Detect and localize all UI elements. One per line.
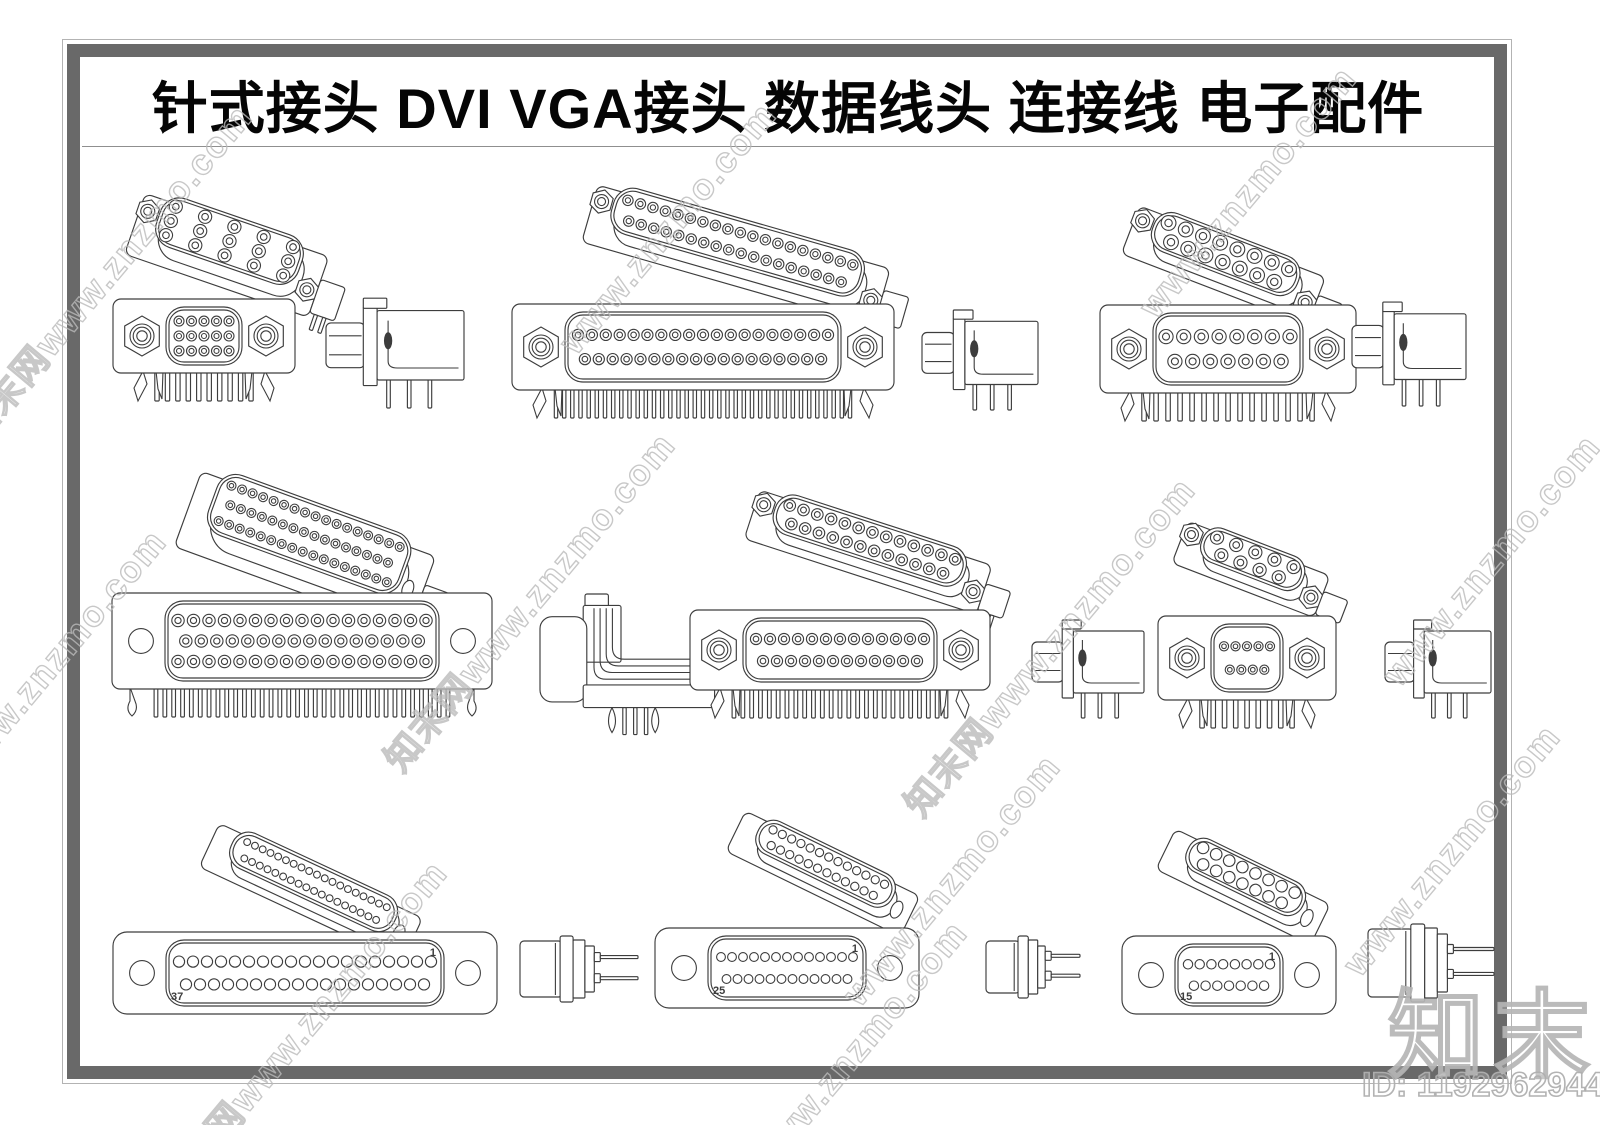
- din-plug-side-view-2: [985, 935, 1081, 999]
- db25-male-3d-view: [727, 812, 919, 935]
- db15-side-view: [1351, 301, 1467, 407]
- db25-female-3d-view: [745, 491, 1011, 632]
- page-title: 针式接头 DVI VGA接头 数据线头 连接线 电子配件: [151, 77, 1425, 140]
- db50-male-3d-view: [175, 472, 450, 648]
- svg-text:1: 1: [1269, 951, 1275, 963]
- db25-side-view: [1031, 619, 1145, 719]
- din-plug-side-view-3: [1367, 923, 1495, 1003]
- image-id: ID: 1192962944: [1361, 1065, 1600, 1105]
- db37-female-front-view: [511, 303, 895, 420]
- svg-text:15: 15: [1180, 991, 1192, 1003]
- svg-text:25: 25: [713, 985, 725, 997]
- db37-side-view: [921, 309, 1039, 411]
- din-plug-side-view-1: [519, 935, 639, 1003]
- svg-text:1: 1: [430, 947, 436, 959]
- brand-logo: 知末: [1387, 982, 1600, 1091]
- vga15-front-view: [112, 298, 296, 403]
- db15-female-front-view: [1099, 304, 1357, 423]
- db25-male-front-view: 1 25: [654, 927, 920, 1009]
- db50-male-front-view: [111, 592, 493, 718]
- vga15-side-view: [325, 297, 465, 409]
- svg-text:37: 37: [171, 991, 183, 1003]
- db15-male-3d-view: [1157, 830, 1329, 943]
- db25-female-front-view: [689, 609, 991, 720]
- db37-male-front-view: 1 37: [112, 931, 498, 1015]
- db37-female-3d-view: [582, 186, 909, 343]
- db9-side-view: [1384, 619, 1492, 719]
- outer-border: [62, 39, 1512, 1084]
- svg-text:1: 1: [852, 943, 858, 955]
- db9-female-3d-view: [1173, 522, 1348, 636]
- db37-male-3d-view: [200, 825, 421, 960]
- right-angle-bracket-side-view: [539, 593, 716, 736]
- db9-female-front-view: [1157, 615, 1337, 730]
- vga15-3d-view: [125, 194, 346, 334]
- title-divider: [82, 146, 1494, 147]
- db15-male-front-view: 1 15: [1121, 935, 1337, 1015]
